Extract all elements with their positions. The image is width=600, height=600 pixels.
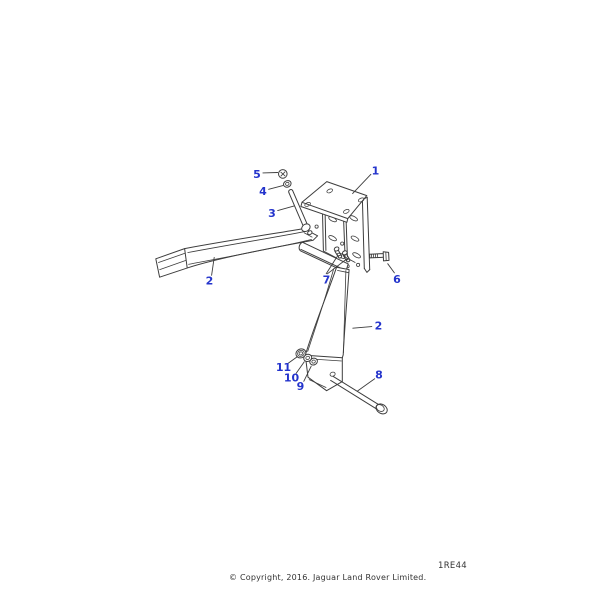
washer-part-4 <box>282 180 292 188</box>
bracket-inner-web <box>314 196 371 273</box>
studs-part-7 <box>333 246 351 263</box>
callout-2-left-arm: 2 <box>206 275 214 288</box>
washers-9-10-11 <box>295 348 318 366</box>
callout-8: 8 <box>375 369 383 382</box>
callout-3: 3 <box>268 207 276 220</box>
callout-11: 11 <box>276 361 291 374</box>
callout-9: 9 <box>297 380 305 393</box>
callout-5: 5 <box>253 168 261 181</box>
left-arm-part-2 <box>155 228 319 278</box>
bolt-part-8 <box>330 375 388 415</box>
callout-1: 1 <box>372 165 380 178</box>
callout-7: 7 <box>323 274 331 287</box>
copyright-notice: © Copyright, 2016. Jaguar Land Rover Lim… <box>229 573 427 582</box>
diagram-code: 1RE44 <box>438 561 468 571</box>
callout-4: 4 <box>259 185 267 198</box>
callout-10: 10 <box>284 372 300 385</box>
callout-leader-lines <box>211 172 395 392</box>
nut-part-5 <box>278 169 288 179</box>
callout-6: 6 <box>393 273 401 286</box>
bracket-top-plate <box>300 181 368 223</box>
callout-2-lower-arm: 2 <box>375 320 383 333</box>
bolt-part-6 <box>369 251 390 262</box>
bolt-part-3 <box>288 189 313 236</box>
